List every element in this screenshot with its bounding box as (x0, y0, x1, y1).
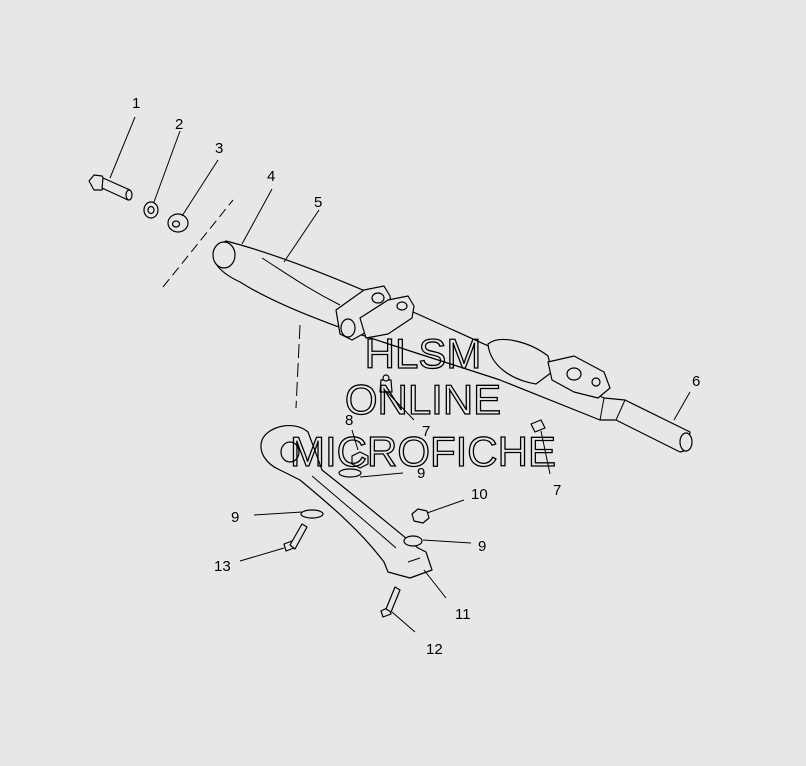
part-9-washer-upper (338, 468, 362, 478)
shaft-mount-bracket-left (335, 285, 415, 341)
callout-5: 5 (314, 194, 322, 211)
callout-4: 4 (267, 168, 275, 185)
watermark-line-2: ONLINE (345, 376, 501, 423)
part-8-nut (351, 451, 369, 469)
callout-7-right: 7 (553, 482, 561, 499)
shaft-mount-bracket-right (487, 338, 611, 399)
part-3-washer (167, 213, 189, 233)
part-7-fitting-right (530, 419, 546, 433)
part-9-washer-left (300, 509, 324, 519)
part-12-bolt (380, 586, 401, 618)
part-5-shaft (212, 240, 693, 453)
part-11-lever-arm (260, 424, 433, 579)
callout-13: 13 (214, 558, 231, 575)
watermark-line-3: MICROFICHE (290, 428, 556, 475)
part-9-washer-right (403, 535, 423, 547)
callout-12: 12 (426, 641, 443, 658)
callout-8: 8 (345, 412, 353, 429)
callout-9-upper: 9 (417, 465, 425, 482)
callout-7-left: 7 (422, 423, 430, 440)
watermark: HLSM ONLINE MICROFICHE (289, 329, 556, 475)
callout-6: 6 (692, 373, 700, 390)
callout-1: 1 (132, 95, 140, 112)
leader-lines (109, 116, 691, 633)
callout-10: 10 (471, 486, 488, 503)
callout-11: 11 (455, 606, 471, 623)
watermark-line-1: HLSM (365, 330, 482, 377)
part-1-hex-bolt (88, 174, 133, 201)
callout-3: 3 (215, 140, 223, 157)
callout-9-left: 9 (231, 509, 239, 526)
part-10-nut (411, 508, 430, 524)
callout-9-right: 9 (478, 538, 486, 555)
part-2-washer (143, 201, 159, 219)
callout-2: 2 (175, 116, 183, 133)
part-13-bolt (283, 523, 308, 552)
part-7-fitting-left (379, 374, 393, 393)
